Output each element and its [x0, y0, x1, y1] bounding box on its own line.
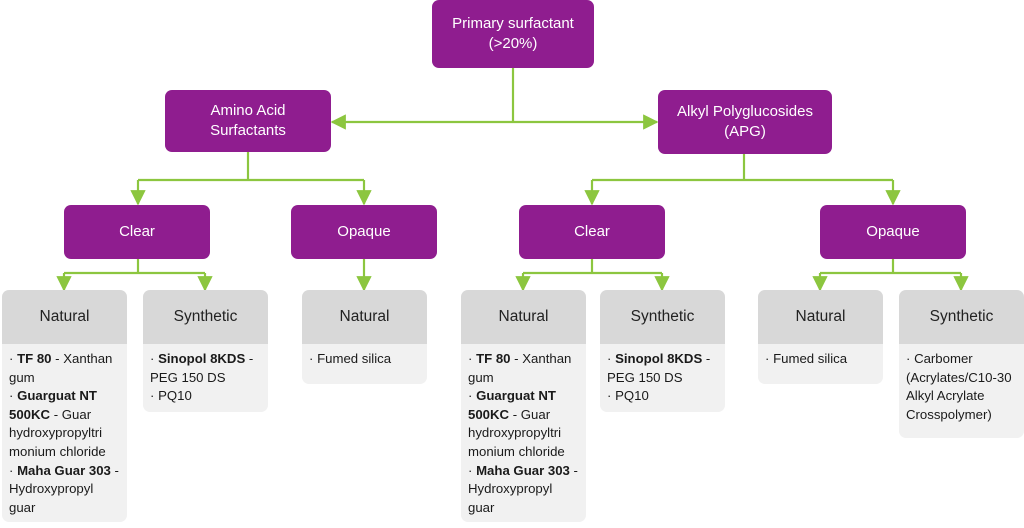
branch-label: Amino Acid	[210, 102, 286, 119]
list-item: · Fumed silica	[309, 351, 392, 366]
leaf-header-synthetic: Synthetic	[600, 290, 725, 344]
leaf-header-natural: Natural	[758, 290, 883, 344]
list-item: · Guarguat NT 500KC - Guar hydroxypropyl…	[9, 388, 106, 459]
leaf-details: · TF 80 - Xanthan gum · Guarguat NT 500K…	[2, 344, 127, 522]
leaf-details: · Sinopol 8KDS - PEG 150 DS · PQ10	[143, 344, 268, 412]
list-item: · Carbomer (Acrylates/C10-30 Alkyl Acryl…	[906, 351, 1012, 422]
branch-node-amino-acid: Amino Acid Surfactants	[165, 90, 331, 152]
group-label: Clear	[119, 223, 155, 240]
leaf-label: Natural	[39, 308, 90, 325]
list-item: · Sinopol 8KDS - PEG 150 DS	[607, 351, 711, 385]
root-sublabel: (>20%)	[488, 35, 538, 52]
list-item: · PQ10	[607, 388, 649, 404]
list-item: · Sinopol 8KDS - PEG 150 DS	[150, 351, 254, 385]
leaf-label: Natural	[339, 308, 390, 325]
list-item: · Fumed silica	[765, 351, 848, 366]
group-node-opaque-apg: Opaque	[820, 205, 966, 259]
group-node-clear-apg: Clear	[519, 205, 665, 259]
list-item: · TF 80 - Xanthan gum	[468, 351, 572, 385]
leaf-header-synthetic: Synthetic	[899, 290, 1024, 344]
leaf-label: Synthetic	[929, 308, 994, 325]
leaf-details: · Fumed silica	[302, 344, 427, 384]
leaf-details: · Sinopol 8KDS - PEG 150 DS · PQ10	[600, 344, 725, 412]
group-label: Opaque	[337, 223, 391, 240]
list-item: · TF 80 - Xanthan gum	[9, 351, 113, 385]
root-node: Primary surfactant (>20%)	[432, 0, 594, 68]
leaf-label: Synthetic	[630, 308, 695, 325]
branch-label: Alkyl Polyglucosides	[677, 103, 813, 120]
list-item: · Maha Guar 303 - Hydroxypropyl guar	[9, 462, 119, 515]
leaf-details: · Fumed silica	[758, 344, 883, 384]
branch-node-apg: Alkyl Polyglucosides (APG)	[658, 90, 832, 154]
leaf-label: Natural	[498, 308, 549, 325]
leaf-details: · Carbomer (Acrylates/C10-30 Alkyl Acryl…	[899, 344, 1024, 438]
leaf-header-natural: Natural	[2, 290, 127, 344]
leaf-header-synthetic: Synthetic	[143, 290, 268, 344]
list-item: · Maha Guar 303 - Hydroxypropyl guar	[468, 462, 578, 515]
list-item: · PQ10	[150, 388, 192, 404]
leaf-details: · TF 80 - Xanthan gum · Guarguat NT 500K…	[461, 344, 586, 522]
group-label: Clear	[574, 223, 610, 240]
branch-sublabel: Surfactants	[210, 122, 286, 139]
branch-sublabel: (APG)	[724, 123, 766, 140]
group-node-opaque-amino: Opaque	[291, 205, 437, 259]
root-label: Primary surfactant	[452, 15, 574, 32]
leaf-label: Natural	[795, 308, 846, 325]
group-node-clear-amino: Clear	[64, 205, 210, 259]
group-label: Opaque	[866, 223, 920, 240]
list-item: · Guarguat NT 500KC - Guar hydroxypropyl…	[468, 388, 565, 459]
leaf-header-natural: Natural	[302, 290, 427, 344]
leaf-label: Synthetic	[173, 308, 238, 325]
leaf-header-natural: Natural	[461, 290, 586, 344]
